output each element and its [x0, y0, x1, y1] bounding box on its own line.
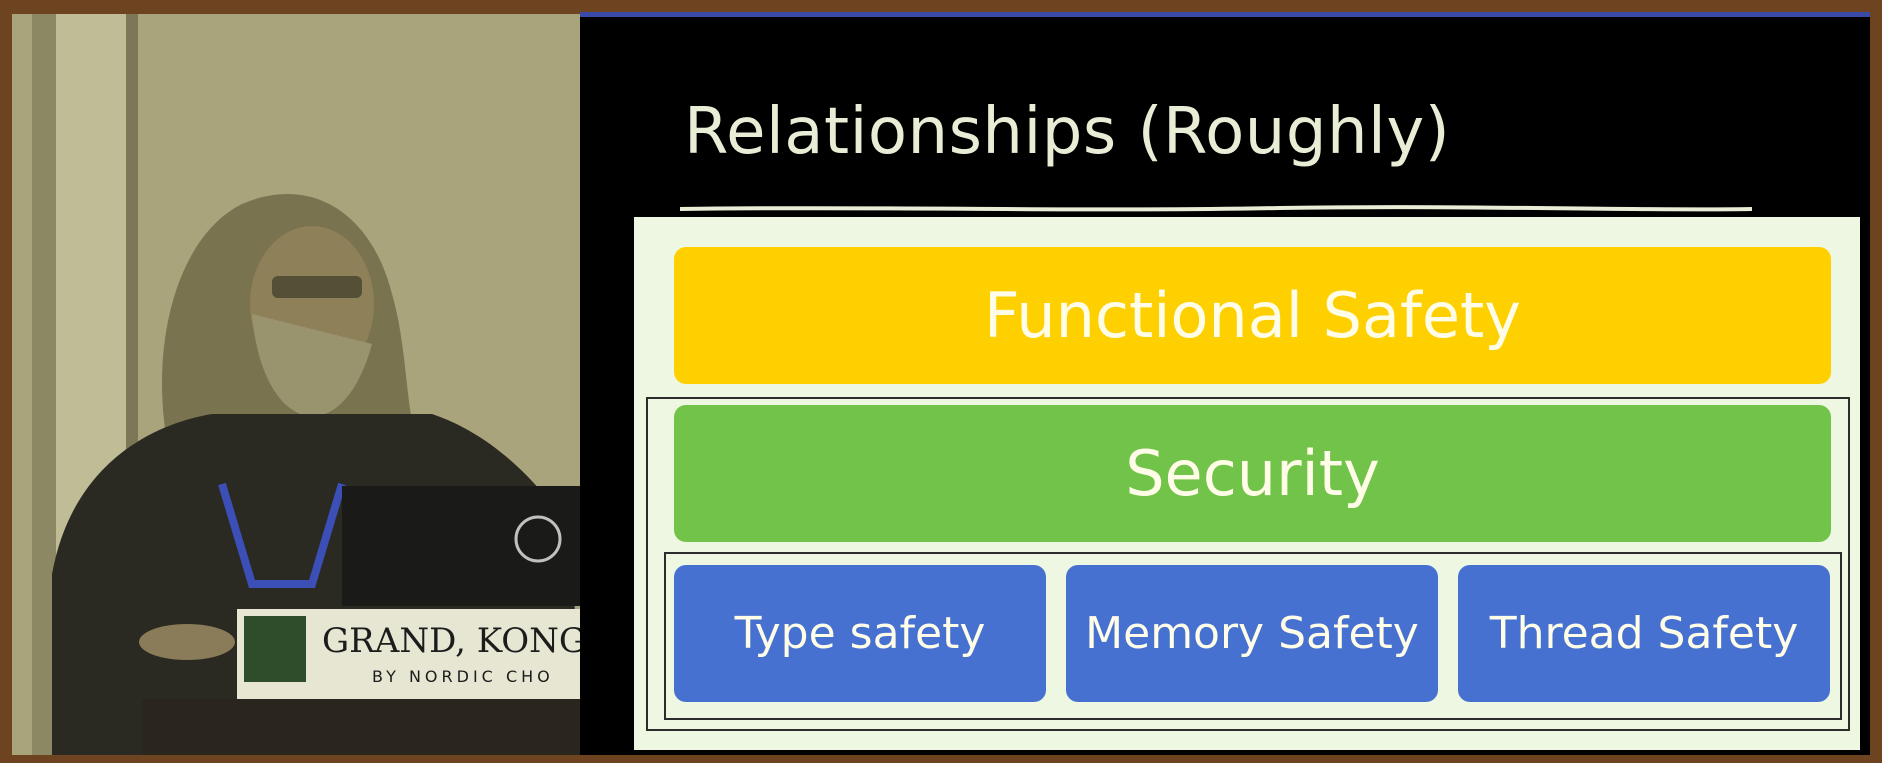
slide: Relationships (Roughly) Functional Safet…: [580, 12, 1870, 755]
speaker-video: GRAND, KONGS BY NORDIC CHO: [12, 14, 580, 755]
functional-safety-box: Functional Safety: [674, 247, 1831, 384]
type-safety-label: Type safety: [734, 608, 986, 659]
type-safety-box: Type safety: [674, 565, 1046, 702]
security-group-frame: [646, 397, 1850, 731]
memory-safety-box: Memory Safety: [1066, 565, 1438, 702]
safety-types-group-frame: [664, 552, 1842, 720]
slide-title: Relationships (Roughly): [684, 95, 1451, 169]
thread-safety-box: Thread Safety: [1458, 565, 1830, 702]
banner-line1: GRAND, KONGS: [322, 621, 580, 661]
functional-safety-label: Functional Safety: [984, 279, 1521, 352]
title-underline: [680, 205, 1752, 212]
speaker-image: GRAND, KONGS BY NORDIC CHO: [12, 14, 580, 755]
thread-safety-label: Thread Safety: [1489, 608, 1799, 659]
security-label: Security: [1125, 437, 1380, 510]
safety-relationship-diagram: Functional Safety Security Type safety M…: [634, 217, 1860, 750]
banner-line2: BY NORDIC CHO: [372, 667, 554, 686]
security-box: Security: [674, 405, 1831, 542]
memory-safety-label: Memory Safety: [1085, 608, 1419, 659]
